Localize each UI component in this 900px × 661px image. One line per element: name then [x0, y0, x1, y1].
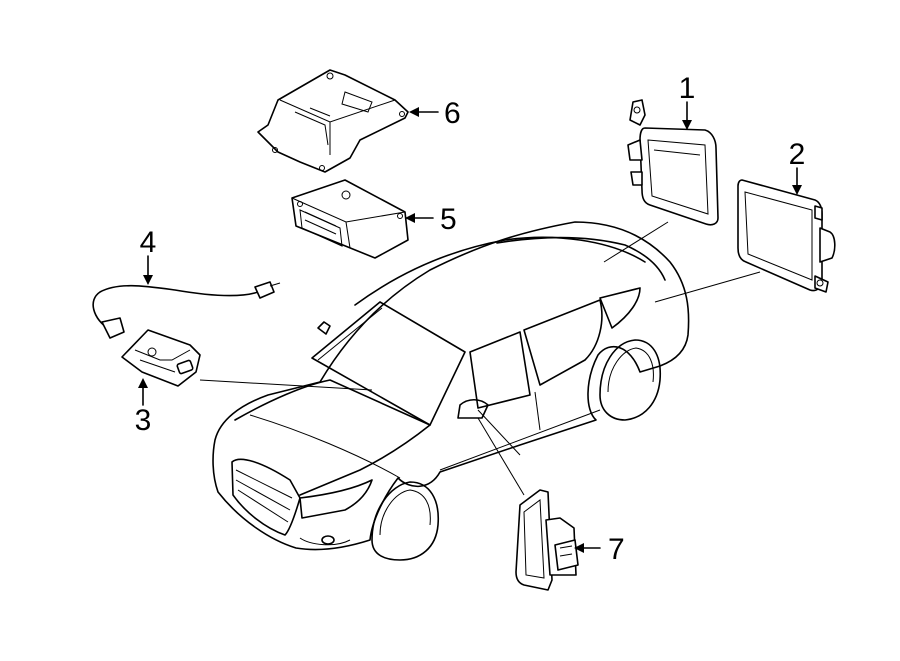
callout-6: 6 [444, 97, 461, 130]
part-4-cable[interactable] [92, 281, 281, 339]
callout-4: 4 [140, 226, 157, 259]
callout-5: 5 [440, 203, 457, 236]
leader-lines [199, 221, 761, 496]
car-body [212, 221, 690, 561]
callout-2: 2 [789, 138, 806, 171]
callout-3: 3 [135, 404, 152, 437]
callout-arrows [138, 101, 802, 553]
part-1-module[interactable] [627, 99, 719, 226]
callout-1: 1 [679, 72, 696, 105]
part-5-module[interactable] [291, 179, 409, 259]
part-2-module[interactable] [737, 179, 836, 293]
part-3-camera[interactable] [121, 329, 201, 387]
callout-7: 7 [608, 533, 625, 566]
part-6-bracket[interactable] [257, 69, 409, 173]
part-7-module[interactable] [515, 489, 579, 591]
